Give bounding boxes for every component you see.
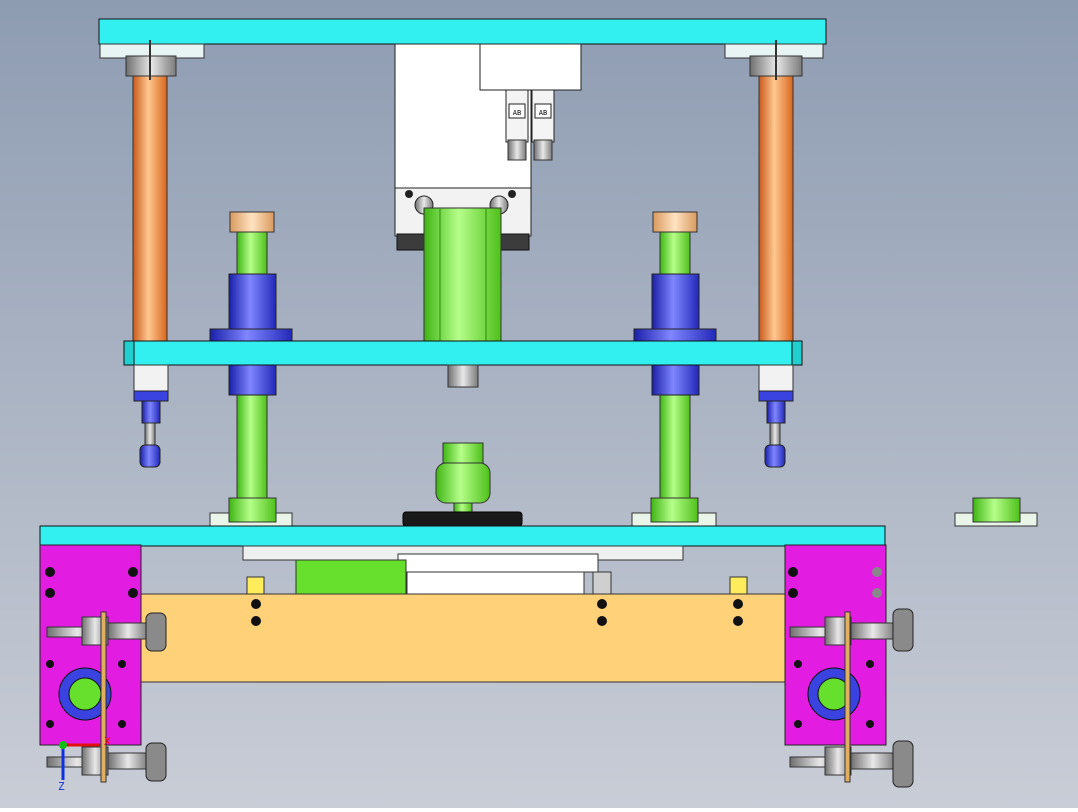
- beam-pad-left: [246, 576, 265, 595]
- bottom-plate: [39, 525, 886, 547]
- right-post-foot: [631, 497, 717, 527]
- valve-label-right: AB: [539, 109, 547, 117]
- right-guide-rod: [758, 75, 794, 342]
- valve-label-left: AB: [513, 109, 521, 117]
- top-right-flange: [724, 43, 824, 77]
- left-post-foot: [209, 497, 293, 527]
- left-side-block: [39, 544, 142, 746]
- left-buffer: [133, 364, 169, 468]
- left-guide-post: [209, 211, 293, 503]
- right-guide-post: [633, 211, 717, 503]
- suction-cup-left-lower: [46, 742, 167, 782]
- right-buffer: [758, 364, 794, 468]
- middle-plate: [123, 340, 803, 366]
- cylinder-piston-rod: [423, 207, 502, 342]
- triad-z-label: Z: [58, 780, 65, 793]
- top-plate: [98, 18, 827, 45]
- middle-plate-edge-right: [791, 340, 803, 366]
- solenoid-valve-right: AB: [531, 89, 555, 161]
- right-vertical-bar: [844, 611, 851, 783]
- left-guide-rod: [132, 75, 168, 342]
- coordinate-triad-icon: X Z: [58, 735, 111, 793]
- center-black-pad: [402, 511, 523, 527]
- center-press-head: [435, 442, 491, 514]
- piston-rod-end: [447, 364, 479, 388]
- beam-pad-right: [729, 576, 748, 595]
- suction-cup-right-upper: [789, 608, 914, 652]
- triad-x-label: X: [104, 735, 111, 748]
- left-vertical-bar: [100, 611, 107, 783]
- base-beam: [137, 593, 789, 683]
- detached-foot: [954, 497, 1038, 527]
- middle-plate-edge-left: [123, 340, 135, 366]
- beam-screws: [251, 599, 743, 626]
- solenoid-valve-left: AB: [505, 89, 529, 161]
